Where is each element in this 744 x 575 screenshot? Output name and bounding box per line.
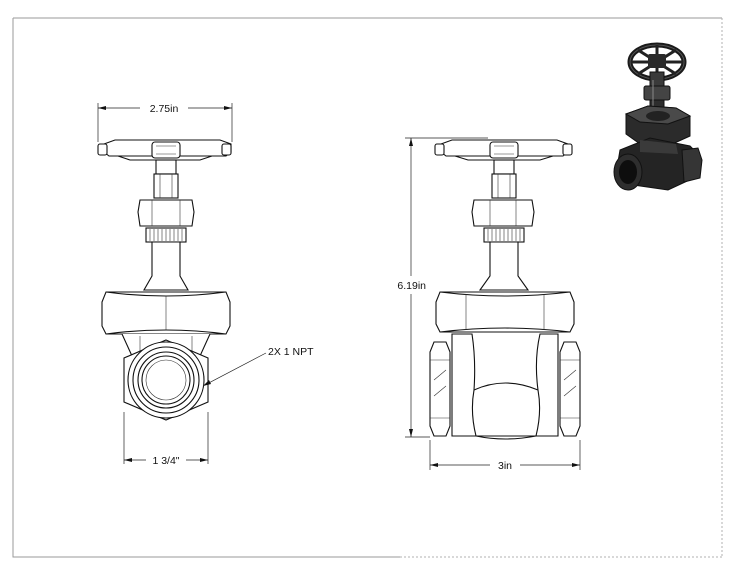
side-threads <box>483 227 525 243</box>
side-body <box>451 333 559 440</box>
side-handwheel <box>434 139 573 161</box>
front-view <box>97 139 232 421</box>
npt-callout-label: 2X 1 NPT <box>268 346 314 358</box>
side-bonnet-neck <box>478 241 530 291</box>
front-packing-nut <box>137 199 195 227</box>
side-width-label: 3in <box>498 460 512 472</box>
dim-front-width: 2.75in <box>97 103 233 142</box>
front-width-label: 2.75in <box>150 103 179 115</box>
side-packing-nut <box>471 199 535 227</box>
front-threads <box>145 227 187 243</box>
side-bonnet-hex <box>435 291 575 333</box>
front-bonnet-hex <box>101 291 231 335</box>
side-height-label: 6.19in <box>397 280 426 292</box>
side-end-right <box>559 341 581 437</box>
front-port-label: 1 3/4" <box>152 455 179 467</box>
sheet-border <box>12 17 723 558</box>
front-stem <box>153 159 179 199</box>
front-port <box>123 339 209 421</box>
side-end-left <box>429 341 451 437</box>
front-bonnet-neck <box>143 241 189 291</box>
dim-side-width: 3in <box>429 440 581 472</box>
isometric-valve-render <box>613 42 703 191</box>
dim-front-port: 1 3/4" <box>123 412 209 467</box>
callout-npt: 2X 1 NPT <box>202 346 314 387</box>
front-handwheel <box>97 139 232 161</box>
side-view <box>429 139 581 440</box>
dim-side-height: 6.19in <box>397 137 488 438</box>
side-stem <box>491 159 517 199</box>
